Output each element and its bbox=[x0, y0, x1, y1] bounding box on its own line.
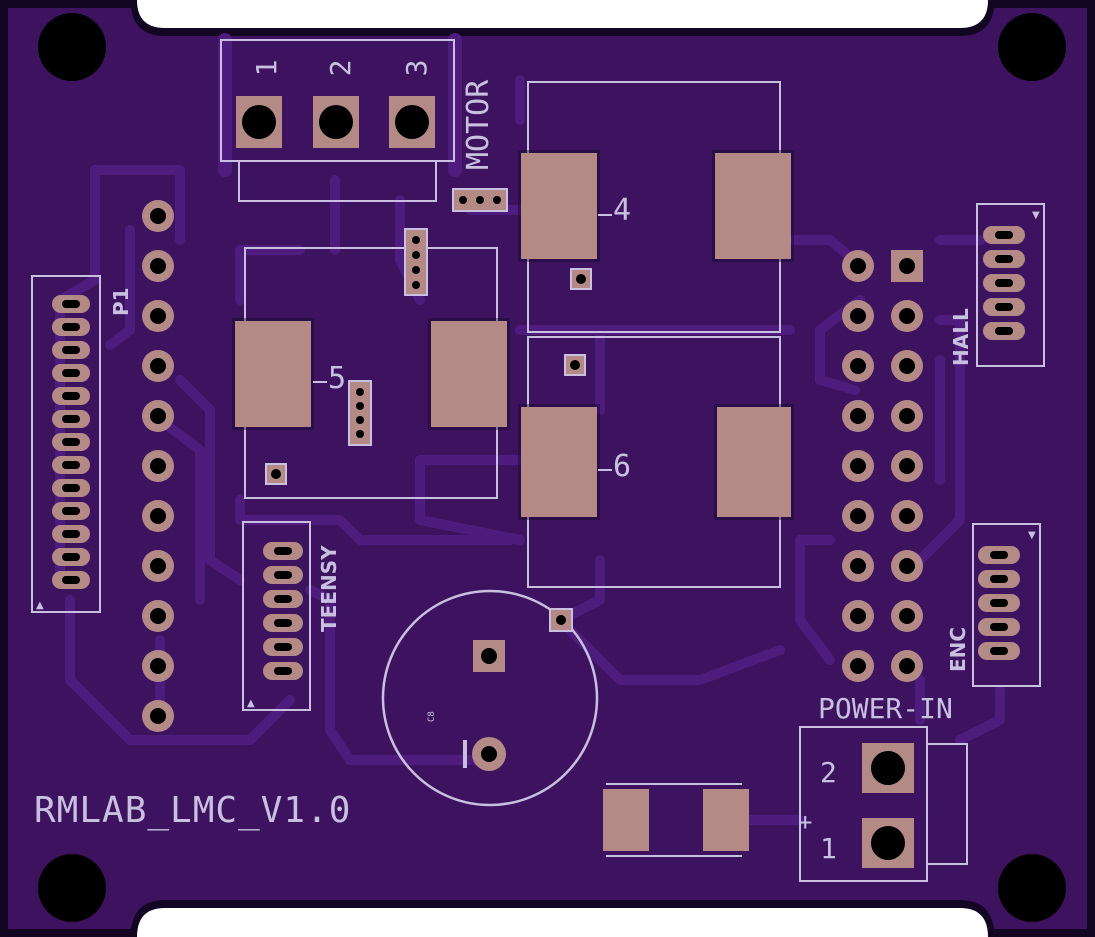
mounting-hole-bottom-left bbox=[38, 854, 106, 922]
svg-text:▼: ▼ bbox=[1028, 530, 1036, 541]
motor-connector: 1 2 3 MOTOR bbox=[220, 39, 496, 202]
board-name: RMLAB_LMC_V1.0 bbox=[34, 790, 351, 831]
hall-label: HALL bbox=[949, 308, 973, 366]
capacitor-c8: C8 bbox=[381, 589, 599, 807]
svg-text:▲: ▲ bbox=[247, 698, 255, 709]
smd-component-bottom bbox=[603, 783, 749, 857]
power-pin1-label: 1 bbox=[820, 832, 837, 865]
motor-label: MOTOR bbox=[461, 79, 496, 170]
motor-pin2-label: 2 bbox=[324, 60, 357, 77]
header-4pin-lower bbox=[348, 380, 372, 446]
c8-label: C8 bbox=[427, 711, 437, 722]
teensy-left-pad-column bbox=[142, 200, 174, 732]
mosfet-q6: 6 bbox=[518, 336, 794, 588]
motor-pin1-label: 1 bbox=[250, 60, 283, 77]
mosfet-q4: 4 bbox=[518, 81, 794, 333]
teensy-label: TEENSY bbox=[317, 545, 341, 632]
power-pin2-label: 2 bbox=[820, 756, 837, 789]
hall-connector: ▼ HALL bbox=[949, 203, 1045, 367]
right-double-row-header bbox=[842, 250, 923, 682]
power-plus-label: + bbox=[798, 808, 812, 836]
mounting-hole-top-left bbox=[38, 13, 106, 81]
q4-label: 4 bbox=[613, 193, 631, 228]
enc-connector: ▼ ENC bbox=[946, 523, 1041, 687]
enc-label: ENC bbox=[946, 627, 970, 672]
mounting-hole-bottom-right bbox=[998, 854, 1066, 922]
mosfet-q5: 5 bbox=[232, 247, 510, 499]
p1-label: P1 bbox=[109, 287, 133, 316]
header-4pin-upper bbox=[404, 228, 428, 296]
svg-text:▼: ▼ bbox=[1032, 210, 1040, 221]
motor-pin3-label: 3 bbox=[400, 60, 433, 77]
mounting-holes bbox=[38, 13, 1066, 922]
q5-label: 5 bbox=[328, 361, 346, 396]
svg-text:▲: ▲ bbox=[36, 600, 44, 611]
header-3pin bbox=[452, 188, 508, 212]
teensy-connector: ▲ TEENSY bbox=[242, 521, 341, 711]
power-in-label: POWER-IN bbox=[818, 692, 953, 725]
mounting-hole-top-right bbox=[998, 13, 1066, 81]
power-in-connector: POWER-IN 2 1 + bbox=[798, 692, 968, 882]
p1-connector: ▲ bbox=[31, 275, 133, 613]
q6-label: 6 bbox=[613, 449, 631, 484]
